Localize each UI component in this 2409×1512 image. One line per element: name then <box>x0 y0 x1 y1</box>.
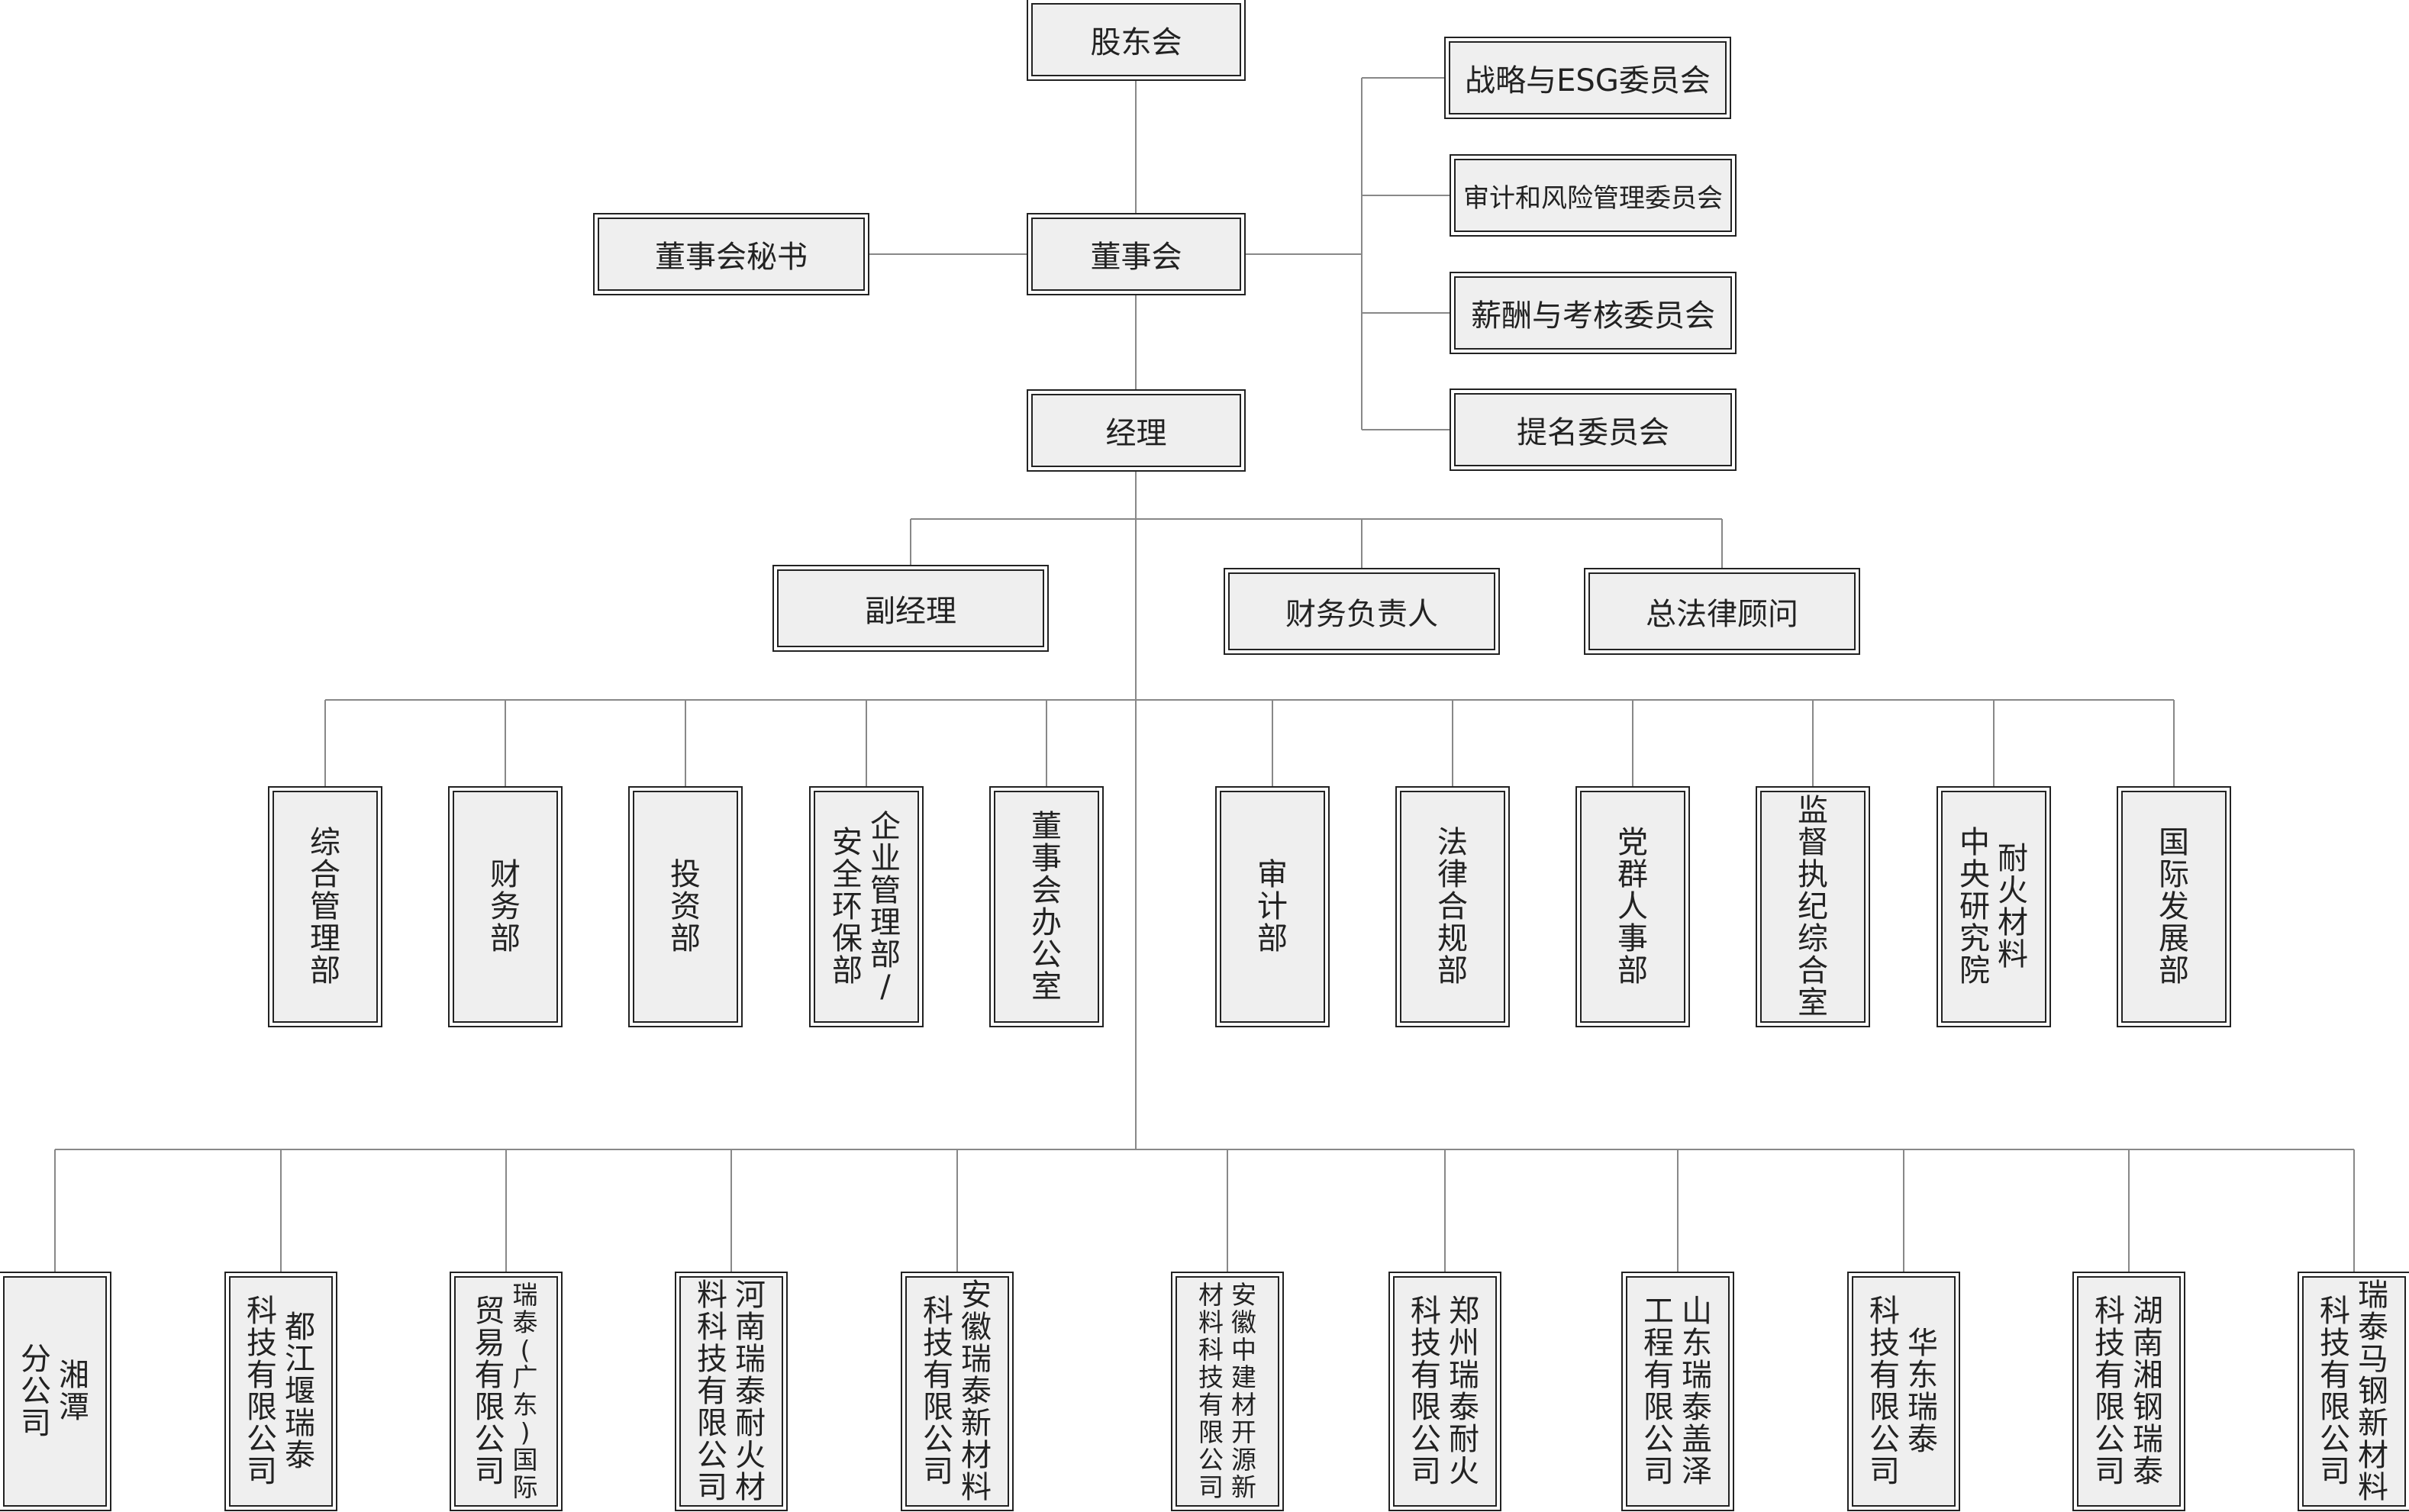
subsidiary-box[interactable]: 安徽中建材开源新材料科技有限公司 <box>1175 1276 1279 1507</box>
subsidiary-label: 华东瑞泰 <box>1908 1326 1938 1457</box>
committee-remuneration[interactable]: 薪酬与考核委员会 <box>1454 276 1732 350</box>
subsidiary-label: 科技有限公司 <box>1411 1294 1441 1489</box>
subsidiary-label: 科技有限公司 <box>923 1294 953 1489</box>
executive-label: 财务负责人 <box>1285 597 1438 632</box>
department-box[interactable]: 董事会办公室 <box>994 791 1099 1023</box>
board-secretary-label: 董事会秘书 <box>655 240 808 275</box>
subsidiary-box[interactable]: 都江堰瑞泰科技有限公司 <box>229 1276 333 1507</box>
subsidiary-label: 材料科技有限公司 <box>1198 1280 1224 1502</box>
subsidiary-box[interactable]: 华东瑞泰科技有限公司 <box>1852 1276 1956 1507</box>
department-box[interactable]: 党群人事部 <box>1580 791 1685 1023</box>
department-box[interactable]: 国际发展部 <box>2121 791 2227 1023</box>
committee-label: 审计和风险管理委员会 <box>1463 182 1723 214</box>
committee-label: 战略与ESG委员会 <box>1465 63 1711 98</box>
department-label: 投资部 <box>670 857 701 956</box>
subsidiary-label: 工程有限公司 <box>1643 1294 1674 1489</box>
department-label: 国际发展部 <box>2159 825 2189 988</box>
department-box[interactable]: 投资部 <box>633 791 738 1023</box>
subsidiary-box[interactable]: 山东瑞泰盖泽工程有限公司 <box>1626 1276 1730 1507</box>
manager-box[interactable]: 经理 <box>1031 394 1241 467</box>
subsidiary-box[interactable]: 湘潭分公司 <box>3 1276 107 1507</box>
committee-strategy-esg[interactable]: 战略与ESG委员会 <box>1449 41 1727 114</box>
shareholders-label: 股东会 <box>1090 25 1182 60</box>
manager-label: 经理 <box>1105 416 1167 451</box>
executive-deputy-manager[interactable]: 副经理 <box>777 569 1044 647</box>
executive-label: 副经理 <box>865 594 956 629</box>
subsidiary-label: 科技有限公司 <box>2320 1294 2350 1489</box>
subsidiary-label: 瑞泰马钢新材料 <box>2358 1278 2388 1505</box>
board-label: 董事会 <box>1090 240 1182 275</box>
department-box[interactable]: 监督执纪综合室 <box>1760 791 1866 1023</box>
department-label: 党群人事部 <box>1617 825 1648 988</box>
committee-audit-risk[interactable]: 审计和风险管理委员会 <box>1454 159 1732 232</box>
department-label: 耐火材料 <box>1998 841 2028 972</box>
subsidiary-label: 科技有限公司 <box>247 1294 277 1489</box>
subsidiary-box[interactable]: 瑞泰(广东)国际贸易有限公司 <box>454 1276 558 1507</box>
department-box[interactable]: 耐火材料中央研究院 <box>1941 791 2046 1023</box>
subsidiary-box[interactable]: 湖南湘钢瑞泰科技有限公司 <box>2077 1276 2181 1507</box>
department-label: 监督执纪综合室 <box>1798 793 1828 1020</box>
subsidiary-box[interactable]: 瑞泰马钢新材料科技有限公司 <box>2302 1276 2406 1507</box>
subsidiary-box[interactable]: 安徽瑞泰新材料科技有限公司 <box>905 1276 1009 1507</box>
subsidiary-label: 科技有限公司 <box>1869 1294 1900 1489</box>
department-label: 法律合规部 <box>1437 825 1468 988</box>
subsidiary-label: 安徽瑞泰新材料 <box>961 1278 992 1505</box>
department-box[interactable]: 法律合规部 <box>1400 791 1505 1023</box>
subsidiary-box[interactable]: 郑州瑞泰耐火科技有限公司 <box>1393 1276 1497 1507</box>
department-box[interactable]: 财务部 <box>453 791 558 1023</box>
subsidiary-box[interactable]: 河南瑞泰耐火材料科技有限公司 <box>679 1276 783 1507</box>
subsidiary-label: 瑞泰(广东)国际 <box>512 1280 538 1502</box>
department-label: 中央研究院 <box>1959 825 1990 988</box>
shareholders-box[interactable]: 股东会 <box>1031 3 1241 76</box>
subsidiary-label: 料科技有限公司 <box>697 1278 727 1505</box>
subsidiary-label: 郑州瑞泰耐火 <box>1449 1294 1479 1489</box>
subsidiary-label: 分公司 <box>21 1342 51 1441</box>
subsidiary-label: 湘潭 <box>59 1358 89 1425</box>
executive-label: 总法律顾问 <box>1646 597 1798 632</box>
board-secretary-box[interactable]: 董事会秘书 <box>598 218 865 291</box>
department-box[interactable]: 企业管理部/安全环保部 <box>814 791 919 1023</box>
department-label: 安全环保部 <box>832 825 863 988</box>
department-label: 企业管理部/ <box>870 809 901 1004</box>
subsidiary-label: 科技有限公司 <box>2095 1294 2125 1489</box>
department-box[interactable]: 审计部 <box>1220 791 1325 1023</box>
subsidiary-label: 湖南湘钢瑞泰 <box>2133 1294 2163 1489</box>
subsidiary-label: 山东瑞泰盖泽 <box>1682 1294 1712 1489</box>
executive-cfo[interactable]: 财务负责人 <box>1228 572 1495 650</box>
committee-label: 薪酬与考核委员会 <box>1471 298 1715 334</box>
subsidiary-label: 都江堰瑞泰 <box>285 1310 315 1473</box>
executive-general-counsel[interactable]: 总法律顾问 <box>1588 572 1856 650</box>
department-label: 董事会办公室 <box>1031 809 1062 1004</box>
subsidiary-label: 河南瑞泰耐火材 <box>735 1278 766 1505</box>
subsidiary-label: 安徽中建材开源新 <box>1231 1280 1256 1502</box>
committee-nomination[interactable]: 提名委员会 <box>1454 393 1732 466</box>
board-box[interactable]: 董事会 <box>1031 218 1241 291</box>
department-label: 综合管理部 <box>310 825 340 988</box>
department-label: 审计部 <box>1257 857 1288 956</box>
subsidiary-label: 贸易有限公司 <box>474 1294 505 1489</box>
department-box[interactable]: 综合管理部 <box>273 791 378 1023</box>
committee-label: 提名委员会 <box>1517 415 1669 450</box>
department-label: 财务部 <box>490 857 521 956</box>
